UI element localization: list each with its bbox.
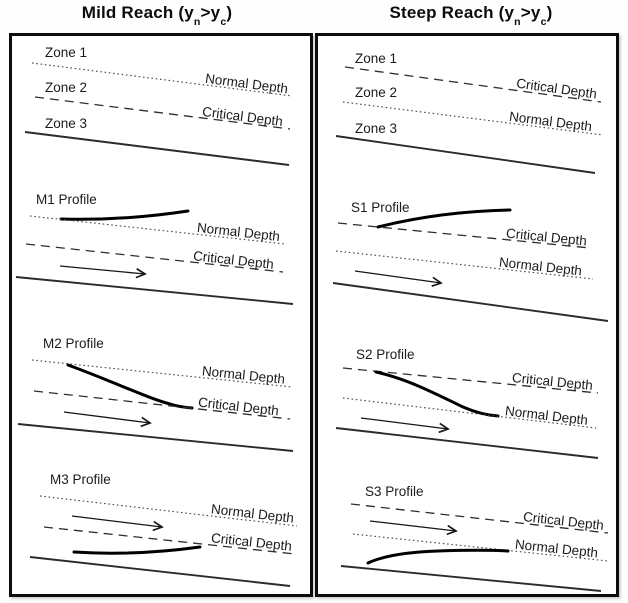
- zone1-label: Zone 1: [45, 45, 87, 60]
- s1-profile-label: S1 Profile: [351, 200, 410, 215]
- title-text: Mild Reach (y: [81, 3, 194, 22]
- normal-depth-line: [31, 359, 293, 388]
- critical-depth-label: Critical Depth: [522, 509, 604, 533]
- channel-bed-line: [332, 282, 609, 322]
- title-text: ): [226, 3, 233, 22]
- m2-profile-label: M2 Profile: [43, 336, 104, 351]
- m3-profile-label: M3 Profile: [50, 472, 111, 487]
- normal-depth-line: [342, 101, 604, 136]
- critical-depth-label: Critical Depth: [505, 226, 587, 249]
- subscript-c: c: [220, 16, 227, 29]
- title-text: ): [546, 3, 553, 22]
- critical-depth-label: Critical Depth: [201, 104, 283, 129]
- steep-zones-diagram: Zone 1 Critical Depth Zone 2 Normal Dept…: [335, 51, 604, 174]
- zone3-label: Zone 3: [45, 116, 87, 131]
- critical-depth-line: [344, 66, 602, 103]
- zone2-label: Zone 2: [45, 80, 87, 95]
- s3-profile-label: S3 Profile: [365, 484, 424, 499]
- channel-bed-line: [335, 427, 599, 459]
- title-text: >y: [200, 3, 221, 22]
- channel-bed-line: [15, 276, 294, 305]
- title-text: Steep Reach (y: [389, 3, 515, 22]
- normal-depth-label: Normal Depth: [204, 71, 289, 96]
- flow-direction-arrow: [63, 411, 150, 423]
- mild-zones-diagram: Zone 1 Normal Depth Zone 2 Critical Dept…: [24, 45, 293, 166]
- normal-depth-line: [39, 495, 298, 527]
- m1-profile-label: M1 Profile: [36, 192, 97, 207]
- s3-profile-diagram: S3 Profile Critical Depth Normal Depth: [340, 484, 609, 592]
- m1-profile-diagram: M1 Profile Normal Depth Critical Depth: [15, 192, 294, 305]
- zone3-label: Zone 3: [355, 121, 397, 136]
- critical-depth-label: Critical Depth: [511, 370, 593, 393]
- steep-reach-title: Steep Reach (yn>yc): [314, 3, 628, 33]
- flow-direction-arrow: [59, 265, 145, 274]
- normal-depth-label: Normal Depth: [196, 220, 280, 244]
- flow-direction-arrow: [369, 520, 456, 531]
- m3-profile-diagram: M3 Profile Normal Depth Critical Depth: [29, 472, 298, 587]
- s3-water-surface-curve: [366, 548, 510, 565]
- subscript-n: n: [514, 16, 521, 29]
- normal-depth-label: Normal Depth: [504, 403, 588, 428]
- critical-depth-label: Critical Depth: [210, 530, 292, 554]
- mild-reach-panel: Zone 1 Normal Depth Zone 2 Critical Dept…: [9, 33, 313, 597]
- normal-depth-label: Normal Depth: [210, 501, 294, 525]
- channel-bed-line: [24, 131, 290, 166]
- flow-direction-arrow: [71, 515, 162, 527]
- s2-profile-label: S2 Profile: [356, 347, 415, 362]
- critical-depth-label: Critical Depth: [197, 395, 279, 419]
- s1-water-surface-curve: [376, 208, 512, 229]
- normal-depth-label: Normal Depth: [514, 537, 598, 561]
- channel-bed-line: [335, 135, 596, 174]
- flow-direction-arrow: [360, 417, 448, 429]
- column-titles: Mild Reach (yn>yc) Steep Reach (yn>yc): [0, 0, 628, 33]
- critical-depth-line: [34, 96, 291, 130]
- m3-water-surface-curve: [72, 545, 202, 555]
- critical-depth-line: [33, 390, 291, 420]
- critical-depth-line: [43, 526, 296, 555]
- critical-depth-line: [337, 222, 591, 249]
- normal-depth-line: [335, 250, 594, 280]
- s2-profile-diagram: S2 Profile Critical Depth Normal Depth: [335, 347, 599, 459]
- channel-bed-line: [29, 556, 291, 587]
- m1-water-surface-curve: [59, 209, 190, 221]
- normal-depth-label: Normal Depth: [498, 255, 582, 279]
- subscript-c: c: [540, 16, 547, 29]
- channel-bed-line: [340, 565, 602, 592]
- critical-depth-line: [342, 367, 599, 394]
- subscript-n: n: [193, 16, 201, 29]
- diagram-panels: Zone 1 Normal Depth Zone 2 Critical Dept…: [9, 33, 619, 597]
- normal-depth-label: Normal Depth: [508, 109, 593, 134]
- critical-depth-line: [350, 503, 609, 534]
- zone2-label: Zone 2: [355, 85, 397, 100]
- flow-direction-arrow: [354, 270, 441, 283]
- mild-reach-title: Mild Reach (yn>yc): [0, 3, 314, 33]
- critical-depth-line: [25, 243, 284, 273]
- title-text: >y: [520, 3, 541, 22]
- s1-profile-diagram: S1 Profile Critical Depth Normal Depth: [332, 200, 609, 322]
- normal-depth-line: [31, 62, 293, 97]
- critical-depth-label: Critical Depth: [192, 248, 274, 272]
- critical-depth-label: Critical Depth: [515, 76, 597, 102]
- m2-profile-diagram: M2 Profile Normal Depth Critical Depth: [17, 336, 294, 452]
- channel-bed-line: [17, 423, 294, 452]
- normal-depth-label: Normal Depth: [201, 363, 285, 386]
- steep-reach-panel: Zone 1 Critical Depth Zone 2 Normal Dept…: [315, 33, 619, 597]
- zone1-label: Zone 1: [355, 51, 397, 66]
